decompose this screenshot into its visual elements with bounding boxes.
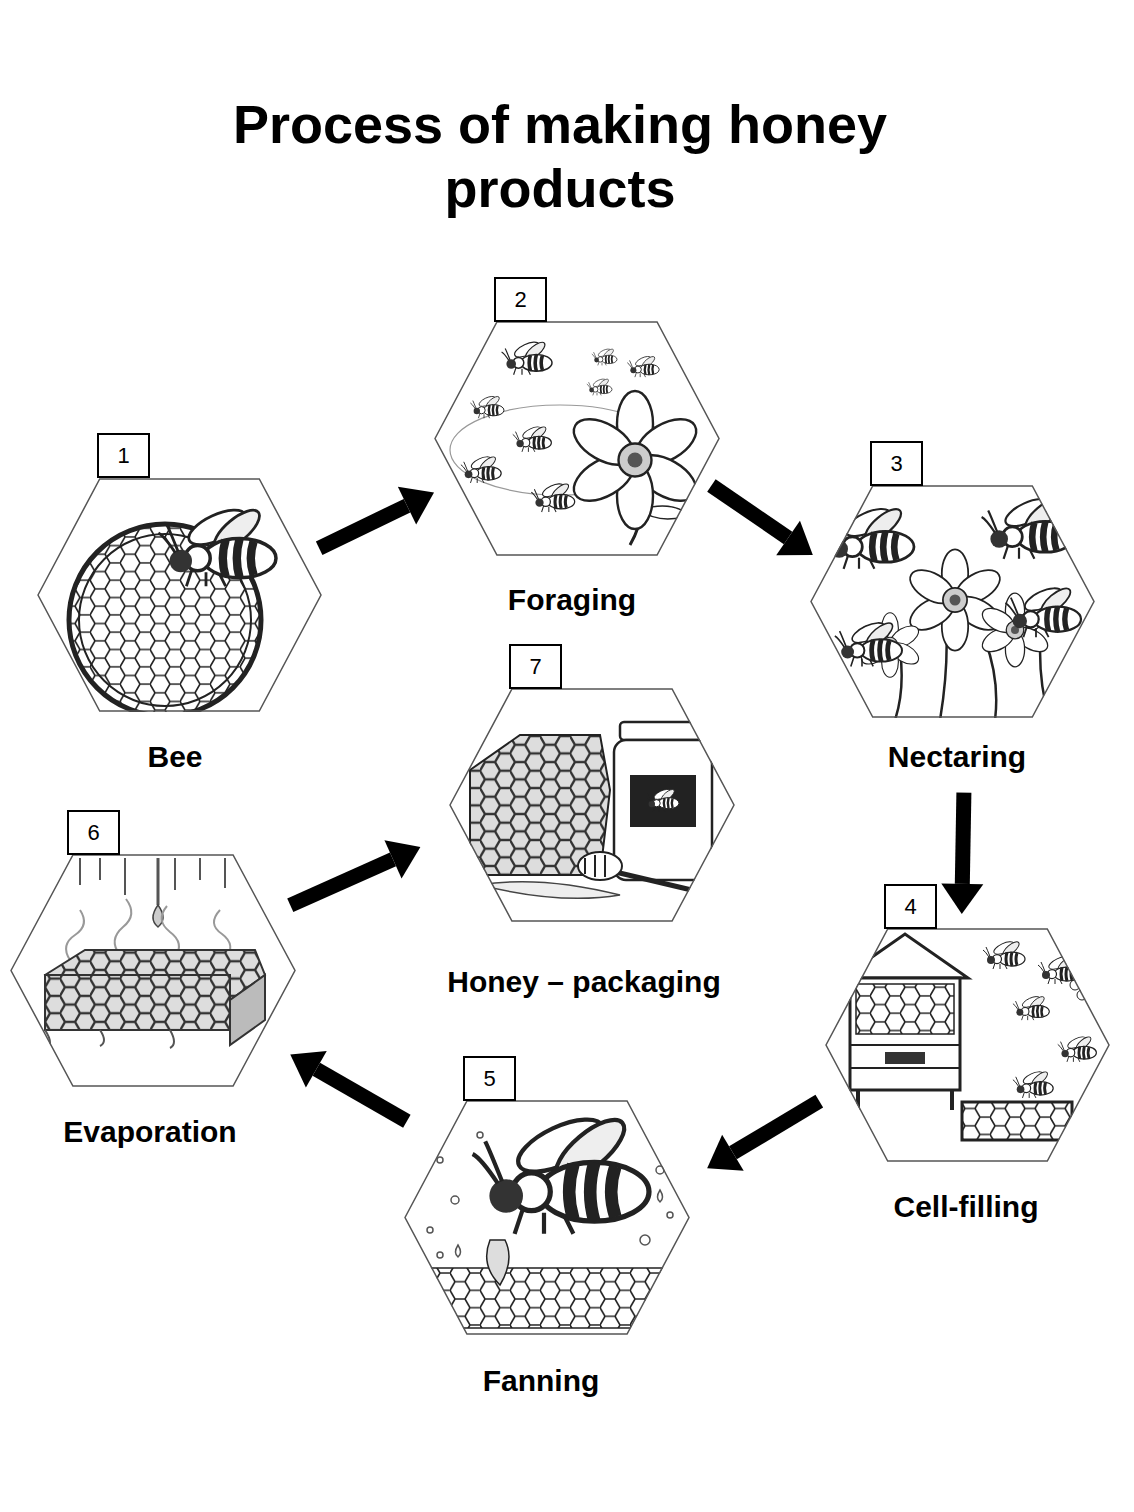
step-number: 3 bbox=[870, 441, 923, 486]
step-label: Cell-filling bbox=[894, 1187, 1039, 1227]
process-hexagon: 7Honey – packaging bbox=[449, 688, 735, 922]
flow-arrow bbox=[707, 1101, 819, 1171]
step-label: Evaporation bbox=[63, 1112, 236, 1152]
step-number: 1 bbox=[97, 433, 150, 478]
process-hexagon: 6Evaporation bbox=[10, 854, 296, 1087]
step-label: Bee bbox=[147, 737, 202, 777]
flow-arrow bbox=[290, 840, 420, 905]
hexagon-outline bbox=[434, 321, 720, 556]
hexagon-outline bbox=[37, 478, 322, 712]
diagram-title: Process of making honey products bbox=[160, 92, 960, 220]
hexagon-outline bbox=[810, 485, 1095, 718]
flow-arrow bbox=[290, 1051, 407, 1121]
step-label: Fanning bbox=[483, 1361, 600, 1401]
step-label: Foraging bbox=[508, 580, 636, 620]
process-hexagon: 3Nectaring bbox=[810, 485, 1095, 718]
flow-arrow bbox=[711, 486, 812, 556]
hexagon-outline bbox=[404, 1100, 690, 1335]
step-label: Honey – packaging bbox=[447, 962, 720, 1002]
flow-arrow bbox=[319, 487, 434, 548]
step-number: 5 bbox=[463, 1056, 516, 1101]
process-hexagon: 2Foraging bbox=[434, 321, 720, 556]
process-hexagon: 1Bee bbox=[37, 478, 322, 712]
step-number: 6 bbox=[67, 810, 120, 855]
hexagon-outline bbox=[449, 688, 735, 922]
step-number: 2 bbox=[494, 277, 547, 322]
hexagon-outline bbox=[825, 928, 1110, 1162]
process-hexagon: 5Fanning bbox=[404, 1100, 690, 1335]
step-label: Nectaring bbox=[888, 737, 1026, 777]
flow-arrow bbox=[941, 793, 983, 914]
process-hexagon: 4Cell-filling bbox=[825, 928, 1110, 1162]
step-number: 7 bbox=[509, 644, 562, 689]
hexagon-outline bbox=[10, 854, 296, 1087]
step-number: 4 bbox=[884, 884, 937, 929]
